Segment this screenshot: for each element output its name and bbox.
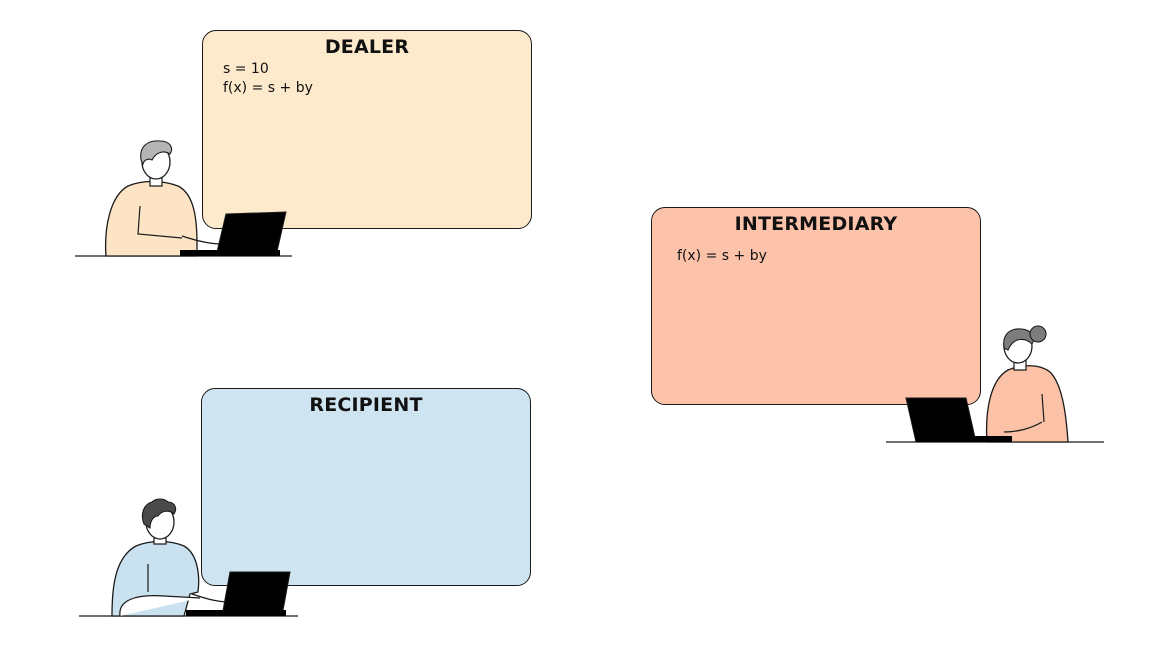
recipient-panel: RECIPIENT [201, 388, 531, 586]
intermediary-title: INTERMEDIARY [734, 213, 898, 235]
recipient-person-icon [79, 498, 298, 617]
dealer-line-secret: s = 10 [223, 61, 269, 77]
intermediary-line-function: f(x) = s + by [677, 248, 767, 264]
intermediary-lines: f(x) = s + by [677, 247, 767, 266]
dealer-panel: DEALER s = 10 f(x) = s + by [202, 30, 532, 229]
dealer-person-icon [75, 140, 292, 257]
dealer-line-function: f(x) = s + by [223, 80, 313, 96]
recipient-title: RECIPIENT [309, 394, 423, 416]
intermediary-panel: INTERMEDIARY f(x) = s + by [651, 207, 981, 405]
dealer-title: DEALER [324, 36, 410, 58]
dealer-lines: s = 10 f(x) = s + by [223, 60, 313, 98]
intermediary-person-icon [886, 325, 1104, 443]
